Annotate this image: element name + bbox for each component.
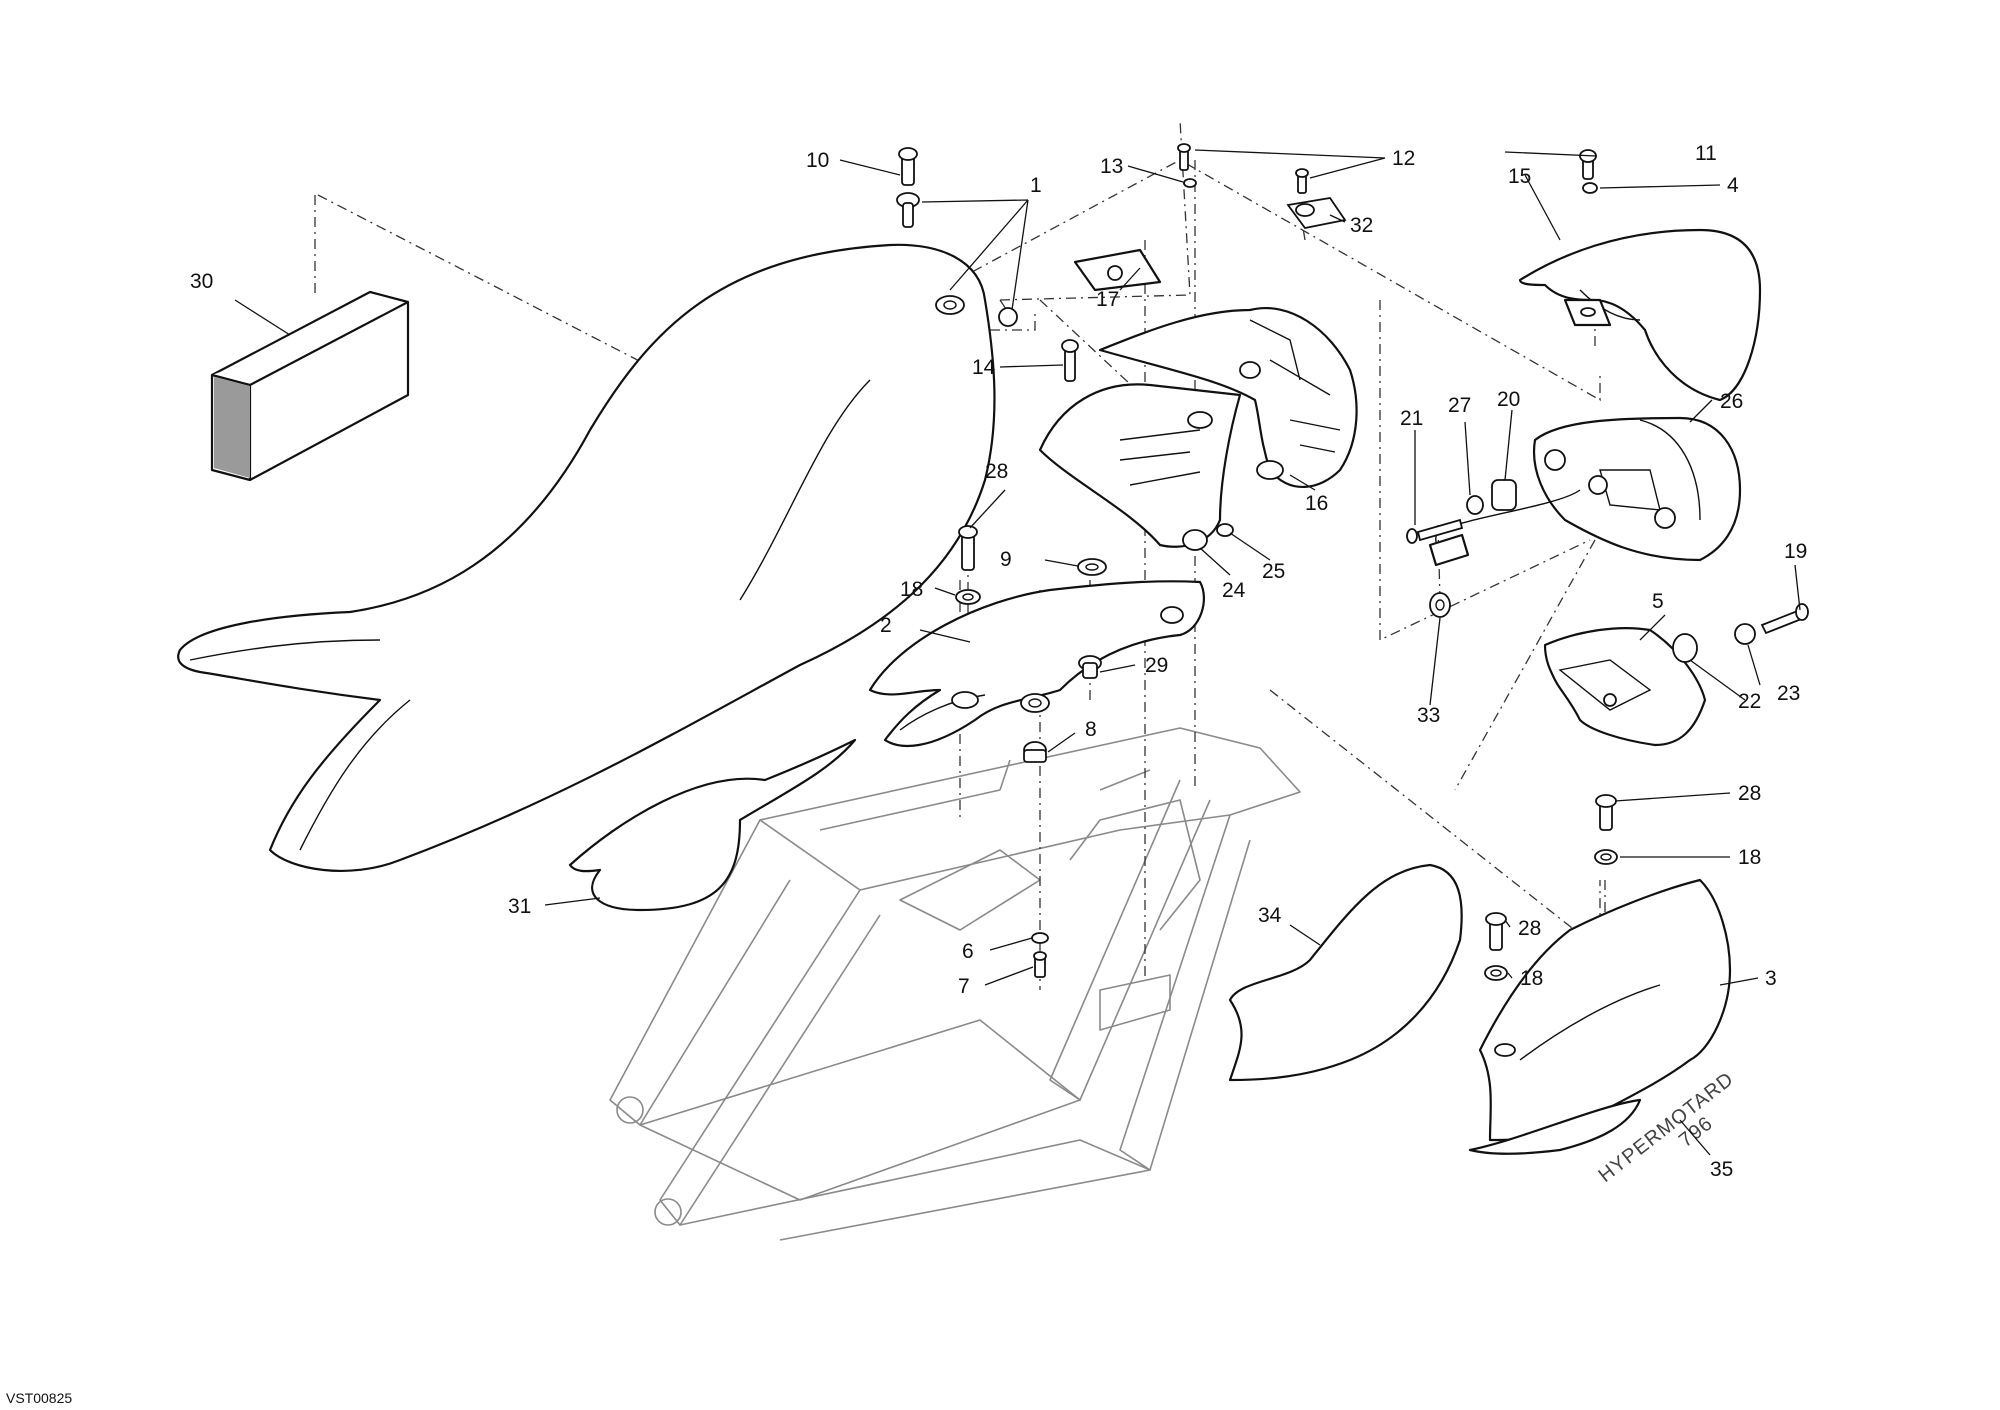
plate-holder-5 [1543, 627, 1707, 747]
callout-28-lower: 28 [1518, 917, 1541, 940]
foam-block-30 [210, 290, 410, 482]
callout-16: 16 [1305, 492, 1328, 515]
callout-10: 10 [806, 149, 829, 172]
side-panel-34 [1228, 863, 1463, 1082]
callout-18-left: 18 [900, 578, 923, 601]
callout-34: 34 [1258, 904, 1282, 927]
bracket-17 [1073, 248, 1162, 292]
callout-6: 6 [962, 940, 974, 963]
leader-lines [234, 149, 1801, 1156]
callout-33: 33 [1417, 704, 1440, 727]
callout-7: 7 [958, 975, 970, 998]
callout-3: 3 [1765, 967, 1777, 990]
rear-subframe [609, 727, 1301, 1241]
callout-8: 8 [1085, 718, 1097, 741]
callout-26: 26 [1720, 390, 1743, 413]
callout-1: 1 [1030, 174, 1042, 197]
callout-30: 30 [190, 270, 213, 293]
callout-24: 24 [1222, 579, 1246, 602]
callout-32: 32 [1350, 214, 1373, 237]
callout-35: 35 [1710, 1158, 1733, 1181]
callout-28-right: 28 [1738, 782, 1761, 805]
tail-cover-15 [1518, 228, 1762, 402]
callout-25: 25 [1262, 560, 1285, 583]
callout-23: 23 [1777, 682, 1800, 705]
pad-31 [568, 738, 857, 912]
callout-20: 20 [1497, 388, 1520, 411]
callout-31: 31 [508, 895, 531, 918]
callout-labels: 10 1 13 12 32 15 11 4 17 14 16 26 21 27 … [190, 142, 1807, 1181]
callout-22: 22 [1738, 690, 1761, 713]
callout-28-left: 28 [985, 460, 1008, 483]
callout-15: 15 [1508, 165, 1531, 188]
callout-14: 14 [972, 356, 996, 379]
tail-light-26 [1428, 416, 1742, 567]
callout-12: 12 [1392, 147, 1415, 170]
callout-4: 4 [1727, 174, 1739, 197]
drawing-code: VST00825 [6, 1390, 72, 1406]
mudguard-16 [1038, 307, 1358, 548]
callout-19: 19 [1784, 540, 1807, 563]
callout-5: 5 [1652, 590, 1664, 613]
callout-2: 2 [880, 614, 892, 637]
hardware [896, 143, 1809, 981]
callout-27: 27 [1448, 394, 1471, 417]
callout-11: 11 [1695, 142, 1717, 165]
callout-17: 17 [1096, 288, 1119, 311]
callout-18-right: 18 [1738, 846, 1761, 869]
callout-13: 13 [1100, 155, 1123, 178]
callout-29: 29 [1145, 654, 1168, 677]
callout-9: 9 [1000, 548, 1012, 571]
callout-21: 21 [1400, 407, 1423, 430]
callout-18-lower: 18 [1520, 967, 1543, 990]
